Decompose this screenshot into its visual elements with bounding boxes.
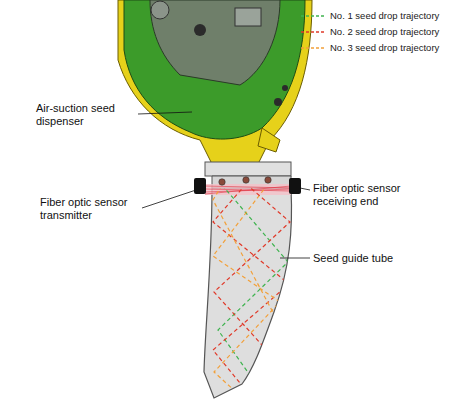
seed-dispenser [118, 0, 312, 176]
legend-text: No. 2 seed drop trajectory [330, 26, 439, 38]
sensor-receiver [289, 178, 301, 194]
seed [265, 177, 271, 183]
seed [243, 177, 249, 183]
leader-lines [138, 112, 310, 258]
part-label: Seed guide tube [313, 252, 433, 265]
legend-text: No. 3 seed drop trajectory [330, 42, 439, 54]
seed [219, 179, 225, 185]
legend-line-sample [301, 47, 326, 48]
sensor-transmitter [194, 178, 206, 194]
part-label: Fiber optic sensor receiving end [313, 182, 423, 208]
sensor-beam [205, 184, 291, 195]
part-label: Fiber optic sensor transmitter [40, 196, 140, 222]
part-label: Air-suction seed dispenser [36, 102, 136, 128]
seed-trajectories [213, 184, 290, 398]
legend-text: No. 1 seed drop trajectory [330, 10, 439, 22]
legend-line-sample [301, 15, 326, 16]
legend-line-sample [301, 31, 326, 32]
legend-samples [300, 10, 330, 70]
